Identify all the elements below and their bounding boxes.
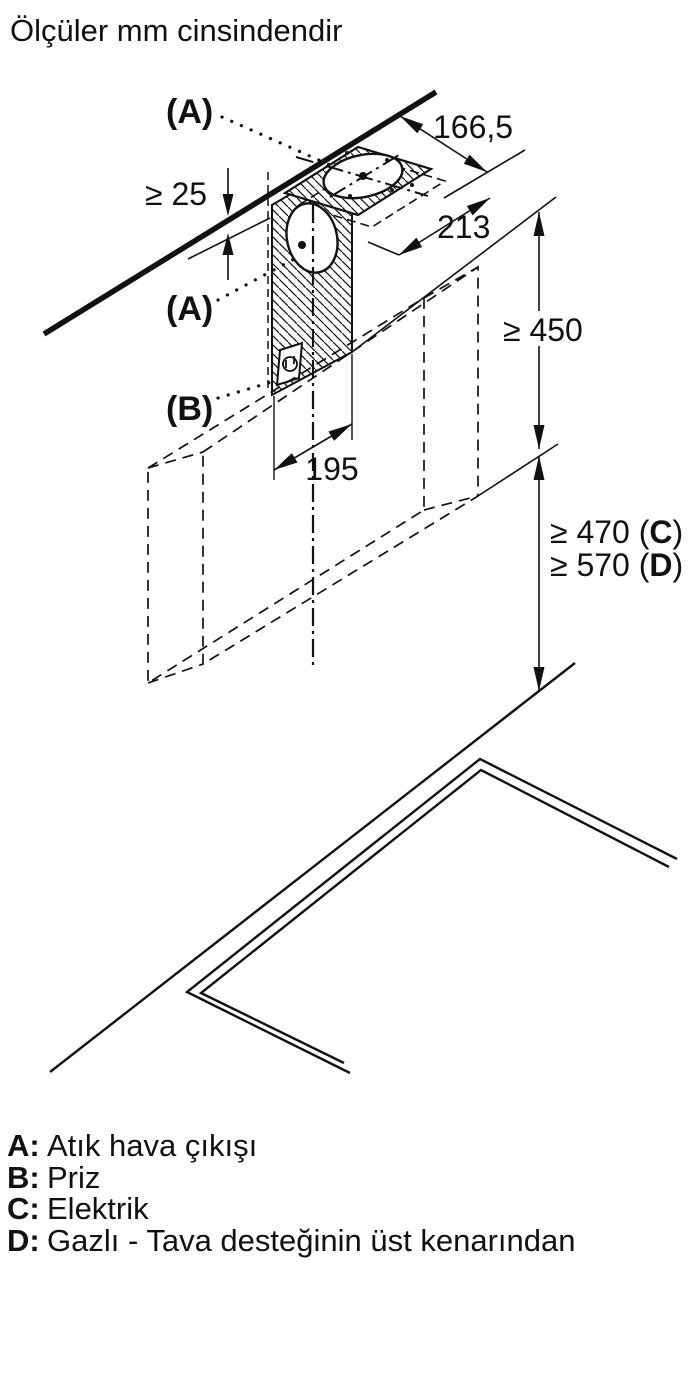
legend-label-b: Priz [47,1159,101,1195]
extension-line-top [351,196,557,353]
dim-label-470-electric: ≥ 470 (C) [550,514,683,550]
dim-570-prefix: ≥ 570 ( [550,547,650,583]
dim-wall-min-height: ≥ 450 [503,212,583,449]
legend-item-c: C:Elektrik [7,1193,575,1225]
dim-570-letter: D [649,547,672,583]
dim-label-166: 166,5 [433,109,513,145]
leader-a-top [220,115,332,167]
dim-470-letter: C [649,514,672,550]
countertop-inner-edge [198,768,670,1065]
drill-dot [385,158,389,162]
leader-b-socket [216,379,277,400]
dim-duct-width: 195 [273,354,359,487]
extension-line-hood-bottom [477,443,559,497]
hood-edge-bottom-right [423,495,479,511]
legend-key-c: C: [7,1191,40,1227]
dim-top-depth: 213 [367,197,491,256]
legend-item-a: A:Atık hava çıkışı [7,1130,575,1162]
drill-dot [410,183,414,187]
arrow-upright-icon [466,198,490,216]
page-title: Ölçüler mm cinsindendir [10,13,343,48]
arrow-upright-icon [328,424,352,441]
arrow-up-icon [533,456,545,480]
callout-a-top: (A) [166,93,213,131]
hood-edge-top-left [147,451,204,469]
legend-key-b: B: [7,1159,40,1195]
legend-item-d: D:Gazlı - Tava desteğinin üst kenarından [7,1225,575,1257]
dim-label-25: ≥ 25 [145,176,207,212]
legend-item-b: B:Priz [7,1159,575,1195]
legend-label-c: Elektrik [47,1191,149,1227]
wall-hole-center-dot [298,241,306,249]
arrow-downright-icon [463,154,487,172]
dim-hob-clearance: ≥ 470 (C) ≥ 570 (D) [533,456,683,691]
arrow-downleft-icon [399,237,423,255]
arrow-downleft-icon [274,453,298,470]
countertop-rear-edge [49,662,576,1073]
hood-edge-bottom-left [147,663,204,684]
dim-470-prefix: ≥ 470 ( [550,514,650,550]
drill-dot [390,188,394,192]
arrow-down-icon [533,667,545,691]
socket-symbol [275,341,304,387]
dim-ceiling-clearance: ≥ 25 [145,168,234,280]
arrow-up-icon [222,233,234,255]
extension-line-166 [443,149,526,199]
legend: A:Atık hava çıkışı B:Priz C:Elektrik D:G… [7,1130,575,1257]
hood-edge-top-right [423,266,479,299]
arrow-down-icon [533,425,545,449]
arrow-up-icon [533,212,545,236]
callout-b-socket: (B) [166,390,213,428]
dim-570-suffix: ) [673,547,684,583]
arrow-upleft-icon [400,116,424,134]
countertop-outer-edge [184,757,678,1075]
legend-key-d: D: [7,1223,40,1259]
dim-label-450: ≥ 450 [503,312,583,348]
ceiling-line [42,89,438,337]
leader-a-wall [216,256,298,302]
arrow-down-icon [222,194,234,216]
legend-label-d: Gazlı - Tava desteğinin üst kenarından [47,1223,576,1259]
dim-duct-offset: 166,5 [399,109,526,199]
drill-dot [348,194,352,198]
dim-470-suffix: ) [673,514,684,550]
dim-label-570-gas: ≥ 570 (D) [550,547,683,583]
dim-label-195: 195 [305,451,358,487]
ceiling-hole-center-dot [359,172,367,180]
drill-dot [345,151,349,155]
legend-key-a: A: [7,1128,40,1163]
legend-label-a: Atık hava çıkışı [47,1128,258,1163]
hood-front-face [147,296,425,685]
callout-a-wall: (A) [166,290,213,328]
dim-label-213: 213 [437,209,490,245]
